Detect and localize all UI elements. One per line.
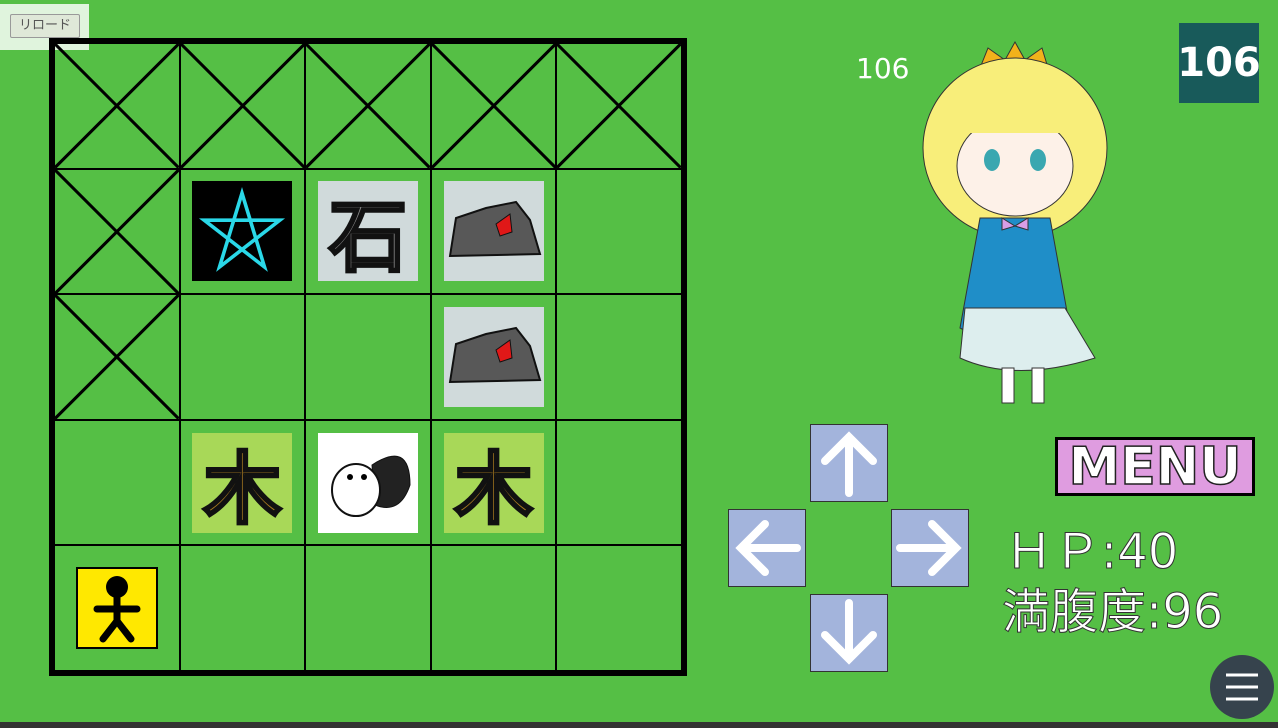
menu-button[interactable]: MENU — [1055, 436, 1255, 497]
tree-kanji-tile: 木 — [443, 432, 544, 536]
board-cell-4-1[interactable] — [179, 545, 306, 671]
blocked-cross-icon — [55, 169, 179, 294]
board-cell-3-2[interactable] — [305, 419, 431, 546]
board-cell-0-2[interactable] — [305, 43, 431, 169]
board-cell-1-2[interactable]: 石 — [305, 168, 431, 295]
ore-rock-icon — [448, 326, 541, 384]
move-down-button[interactable] — [810, 594, 888, 672]
butterfly-monster-tile — [317, 432, 418, 533]
arrow-left-icon — [735, 520, 801, 576]
step-counter-text: 106 — [856, 52, 910, 85]
board-cell-3-4[interactable] — [556, 419, 682, 546]
board-cell-2-4[interactable] — [556, 294, 682, 420]
blocked-cross-icon — [180, 44, 305, 168]
blocked-cross-icon — [55, 295, 179, 419]
pentagram-tile — [192, 181, 293, 282]
blocked-cross-icon — [557, 44, 681, 168]
arrow-down-icon — [821, 599, 877, 665]
player-tile — [75, 567, 158, 650]
move-up-button[interactable] — [810, 424, 888, 502]
rock-tile — [443, 181, 544, 282]
board-cell-2-2[interactable] — [305, 294, 431, 420]
hunger-label: 満腹度: — [1001, 584, 1163, 641]
board-cell-1-4[interactable] — [556, 168, 682, 295]
hamburger-menu-button[interactable] — [1210, 655, 1274, 719]
blocked-cross-icon — [306, 44, 430, 168]
hp-label: ＨＰ: — [1004, 524, 1118, 581]
butterfly-monster-icon — [330, 455, 411, 517]
game-board[interactable]: 石木 木 — [49, 38, 687, 676]
board-cell-3-1[interactable]: 木 — [179, 419, 306, 546]
hamburger-icon — [1226, 673, 1258, 701]
hunger-stat: 満腹度:96 — [1001, 572, 1224, 642]
taskbar-strip — [0, 722, 1278, 728]
arrow-right-icon — [896, 520, 962, 576]
board-cell-0-0[interactable] — [54, 43, 180, 169]
pentagram-icon — [199, 187, 286, 273]
princess-character — [922, 40, 1108, 404]
rock-tile — [443, 306, 544, 407]
board-cell-2-1[interactable] — [179, 294, 306, 420]
arrow-up-icon — [821, 431, 877, 497]
board-cell-4-3[interactable] — [430, 545, 557, 671]
board-cell-4-2[interactable] — [305, 545, 431, 671]
board-cell-0-4[interactable] — [556, 43, 682, 169]
board-cell-0-3[interactable] — [430, 43, 557, 169]
step-counter-badge: 106 — [1177, 23, 1261, 103]
tree-kanji-tile: 木 — [192, 432, 293, 536]
board-cell-3-3[interactable]: 木 — [430, 419, 557, 546]
board-cell-0-1[interactable] — [179, 43, 306, 169]
blocked-cross-icon — [431, 44, 556, 168]
board-cell-2-3[interactable] — [430, 294, 557, 420]
board-cell-1-0[interactable] — [54, 168, 180, 295]
ore-rock-icon — [448, 201, 541, 258]
board-cell-3-0[interactable] — [54, 419, 180, 546]
move-left-button[interactable] — [728, 509, 806, 587]
reload-panel: リロード — [0, 4, 89, 50]
board-cell-1-3[interactable] — [430, 168, 557, 295]
move-right-button[interactable] — [891, 509, 969, 587]
board-cell-4-0[interactable] — [54, 545, 180, 671]
hp-stat: ＨＰ:40 — [1004, 512, 1179, 582]
stone-kanji-tile: 石 — [317, 181, 418, 285]
board-cell-4-4[interactable] — [556, 545, 682, 671]
stick-figure-player-icon — [93, 576, 141, 643]
board-cell-2-0[interactable] — [54, 294, 180, 420]
blocked-cross-icon — [55, 44, 179, 168]
hunger-value: 96 — [1162, 584, 1224, 641]
hp-value: 40 — [1117, 524, 1179, 581]
reload-button[interactable]: リロード — [10, 14, 80, 38]
board-cell-1-1[interactable] — [179, 168, 306, 295]
